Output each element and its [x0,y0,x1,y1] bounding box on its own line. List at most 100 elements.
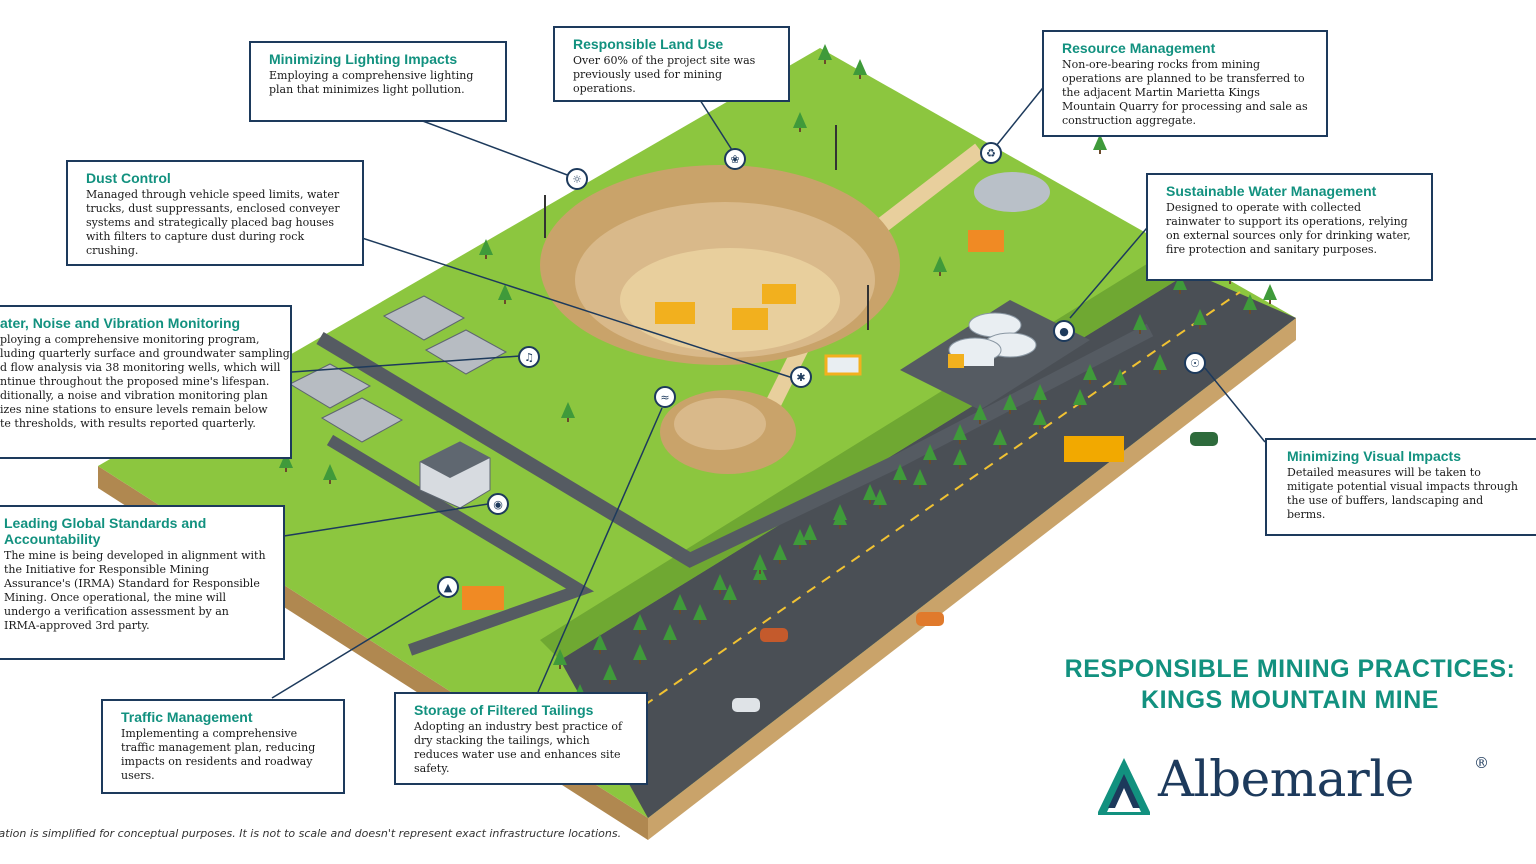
tree-trunk [899,480,901,484]
tree-trunk [799,128,801,132]
highway [560,272,1296,818]
leaf-icon: ❀ [724,148,746,170]
headline-line-2: KINGS MOUNTAIN MINE [1141,686,1439,714]
callout-title: Storage of Filtered Tailings [414,702,594,718]
tree-trunk [1139,330,1141,334]
tree [853,59,867,75]
tree-trunk [1119,385,1121,389]
tree [323,464,337,480]
dust-icon: ✱ [790,366,812,388]
tree [893,464,907,480]
disclaimer: ration is simplified for conceptual purp… [0,827,622,840]
tree [1003,394,1017,410]
tree [673,594,687,610]
tree-trunk [1099,150,1101,154]
tree [953,449,967,465]
tree-trunk [869,500,871,504]
dump-truck [732,308,768,330]
tree [923,444,937,460]
tree [793,529,807,545]
callout-title: ater, Noise and Vibration Monitoring [0,315,241,331]
tree-trunk [824,60,826,64]
haul-truck [655,302,695,324]
tailings-stack-top [674,398,766,450]
tree-trunk [679,610,681,614]
callout-title: Sustainable Water Management [1166,183,1377,199]
tree [498,284,512,300]
tree [1173,274,1187,290]
leader-lines [271,83,1266,699]
open-pit-floor [620,248,840,352]
microphone-icon: ♫ [518,346,540,368]
callout-lighting: Minimizing Lighting Impacts Employing a … [249,41,507,122]
tree-trunk [979,420,981,424]
tree [1083,364,1097,380]
tree [803,524,817,540]
tree-trunk [1199,325,1201,329]
aggregate-truck [968,230,1004,252]
tree [1153,354,1167,370]
tree [1033,409,1047,425]
callout-title: Minimizing Visual Impacts [1287,448,1462,464]
callout-line: ntinue throughout the proposed mine's li… [0,375,270,388]
tree-trunk [639,660,641,664]
tree-trunk [567,418,569,422]
tree-trunk [1229,280,1231,284]
tree [753,554,767,570]
callout-title: Dust Control [86,170,171,186]
callout-tailings: Storage of Filtered Tailings Adopting an… [394,692,648,785]
tailings-icon: ≈ [654,386,676,408]
tree [1133,314,1147,330]
tree [873,489,887,505]
callout-land-use: Responsible Land Use Over 60% of the pro… [553,26,790,102]
tree [993,429,1007,445]
tree [693,604,707,620]
tree-trunk [919,485,921,489]
headline: RESPONSIBLE MINING PRACTICES: KINGS MOUN… [1040,654,1536,716]
callout-body: Detailed measures will be taken to mitig… [1287,466,1519,521]
semi-truck [1064,436,1124,462]
rock-pile [974,172,1050,212]
tree [633,614,647,630]
albemarle-logo: Albemarle ® [1094,748,1494,818]
callout-line: luding quarterly surface and groundwater… [0,347,290,360]
tree [1263,284,1277,300]
car-green [1190,432,1218,446]
callout-dust-control: Dust Control Managed through vehicle spe… [66,160,364,266]
tree-trunk [1009,410,1011,414]
water-truck [824,354,862,376]
callout-body: Designed to operate with collected rainw… [1166,201,1411,256]
logo-wordmark: Albemarle [1158,750,1414,808]
callout-resource-management: Resource Management Non-ore-bearing rock… [1042,30,1328,137]
tree [279,452,293,468]
headline-line-1: RESPONSIBLE MINING PRACTICES: [1064,655,1516,683]
car-white [732,698,760,712]
tree-trunk [329,480,331,484]
water-drop-icon: ● [1053,320,1075,342]
tree-trunk [1039,400,1041,404]
tree-trunk [959,440,961,444]
callout-body: Managed through vehicle speed limits, wa… [86,188,340,257]
tree-trunk [929,460,931,464]
site-road [316,323,1154,568]
tree-trunk [729,600,731,604]
recycle-icon: ♻ [980,142,1002,164]
callout-body: Non-ore-bearing rocks from mining operat… [1062,58,1308,127]
site-road-west [326,434,595,656]
tree [713,574,727,590]
warehouse-buildings [288,295,508,443]
tree [1113,369,1127,385]
tree [723,584,737,600]
car-orange [916,612,944,626]
tree [1033,384,1047,400]
tree [663,624,677,640]
tree-trunk [809,540,811,544]
lightbulb-icon: ☼ [566,168,588,190]
callout-water-management: Sustainable Water Management Designed to… [1146,173,1433,281]
callout-title: Leading Global Standards and Accountabil… [4,515,207,547]
tree [633,644,647,660]
tree [833,509,847,525]
tree-trunk [1039,425,1041,429]
callout-body: Adopting an industry best practice of dr… [414,720,623,775]
